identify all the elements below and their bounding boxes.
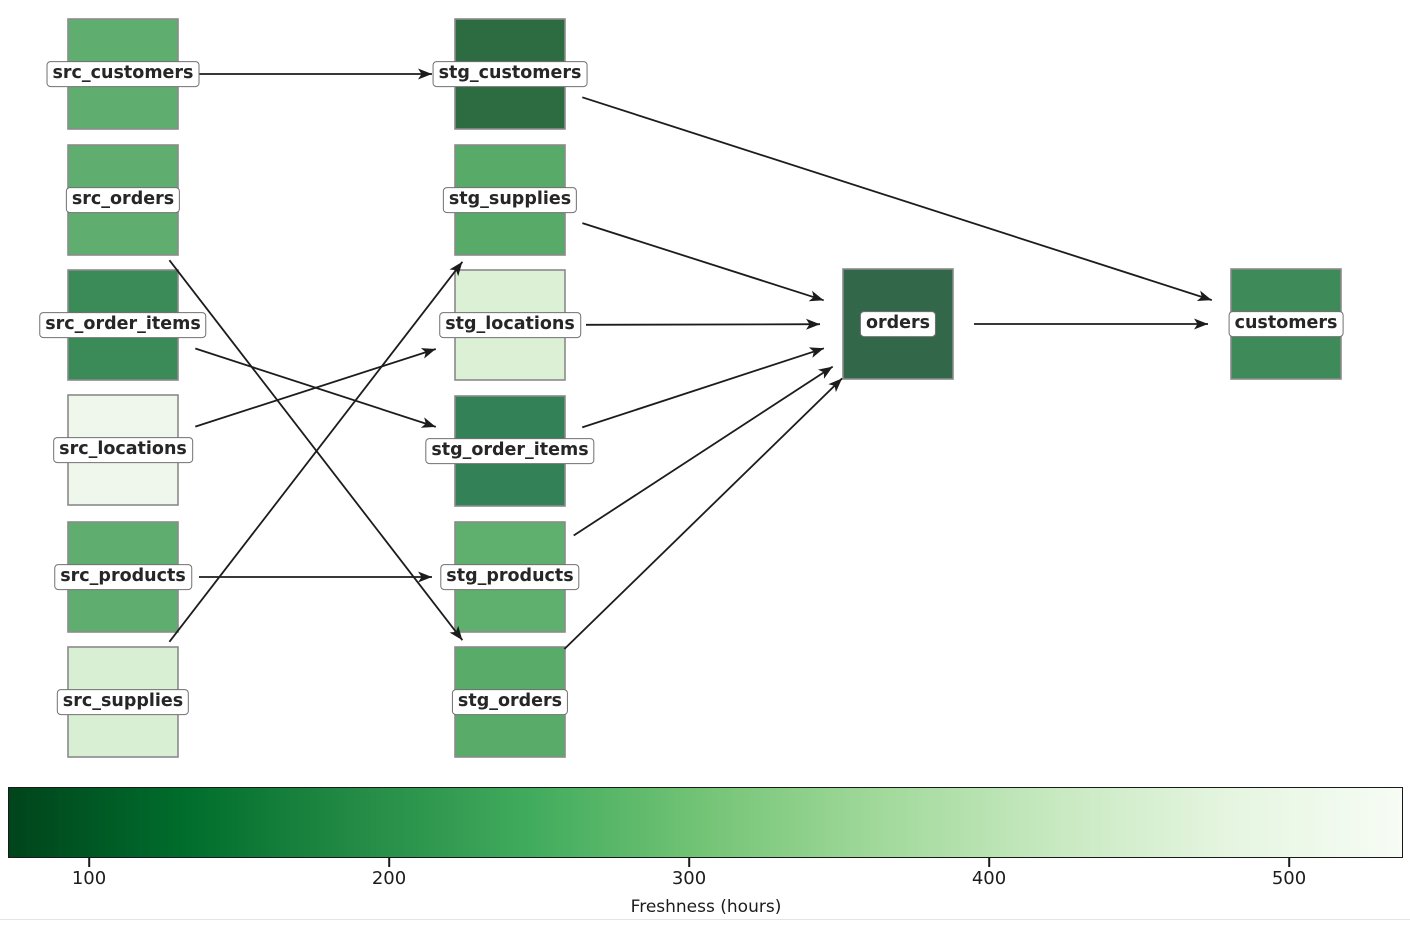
- colorbar-tick-500: [1288, 858, 1290, 867]
- edge-src_locations-to-stg_locations: [195, 348, 437, 428]
- edge-src_orders-to-stg_orders: [168, 259, 464, 641]
- node-label-src_customers: src_customers: [46, 61, 200, 87]
- node-label-stg_order_items: stg_order_items: [425, 438, 595, 464]
- edge-stg_orders-to-orders: [563, 377, 843, 650]
- node-label-src_locations: src_locations: [53, 437, 193, 463]
- node-label-stg_orders: stg_orders: [451, 689, 569, 715]
- colorbar-tick-label-200: 200: [371, 868, 407, 889]
- edge-stg_order_items-to-orders: [581, 347, 825, 429]
- edge-stg_products-to-orders: [573, 365, 834, 537]
- colorbar-tick-200: [388, 858, 390, 867]
- bottom-border-line: [0, 919, 1410, 920]
- node-label-stg_supplies: stg_supplies: [442, 187, 578, 213]
- colorbar-tick-label-400: 400: [971, 868, 1007, 889]
- colorbar-tick-300: [688, 858, 690, 867]
- node-label-src_supplies: src_supplies: [56, 689, 190, 715]
- colorbar-tick-label-300: 300: [671, 868, 707, 889]
- node-label-src_orders: src_orders: [65, 187, 181, 213]
- edge-stg_customers-to-customers: [582, 96, 1213, 302]
- node-label-stg_customers: stg_customers: [432, 61, 588, 87]
- colorbar-gradient: [8, 787, 1403, 858]
- node-label-stg_locations: stg_locations: [439, 312, 581, 338]
- colorbar-tick-100: [88, 858, 90, 867]
- dag-graph: [67, 18, 1342, 758]
- node-label-src_products: src_products: [54, 564, 192, 590]
- edge-src_supplies-to-stg_supplies: [168, 261, 464, 643]
- edge-layer: [168, 68, 1213, 650]
- colorbar-axis-label: Freshness (hours): [630, 897, 782, 917]
- edge-stg_locations-to-orders: [585, 318, 821, 330]
- node-label-src_order_items: src_order_items: [39, 312, 207, 338]
- node-label-orders: orders: [859, 311, 937, 337]
- node-label-customers: customers: [1228, 311, 1344, 337]
- colorbar-tick-label-500: 500: [1271, 868, 1307, 889]
- node-label-stg_products: stg_products: [440, 564, 580, 590]
- edge-stg_supplies-to-orders: [582, 222, 824, 302]
- colorbar-tick-400: [988, 858, 990, 867]
- colorbar-tick-label-100: 100: [71, 868, 107, 889]
